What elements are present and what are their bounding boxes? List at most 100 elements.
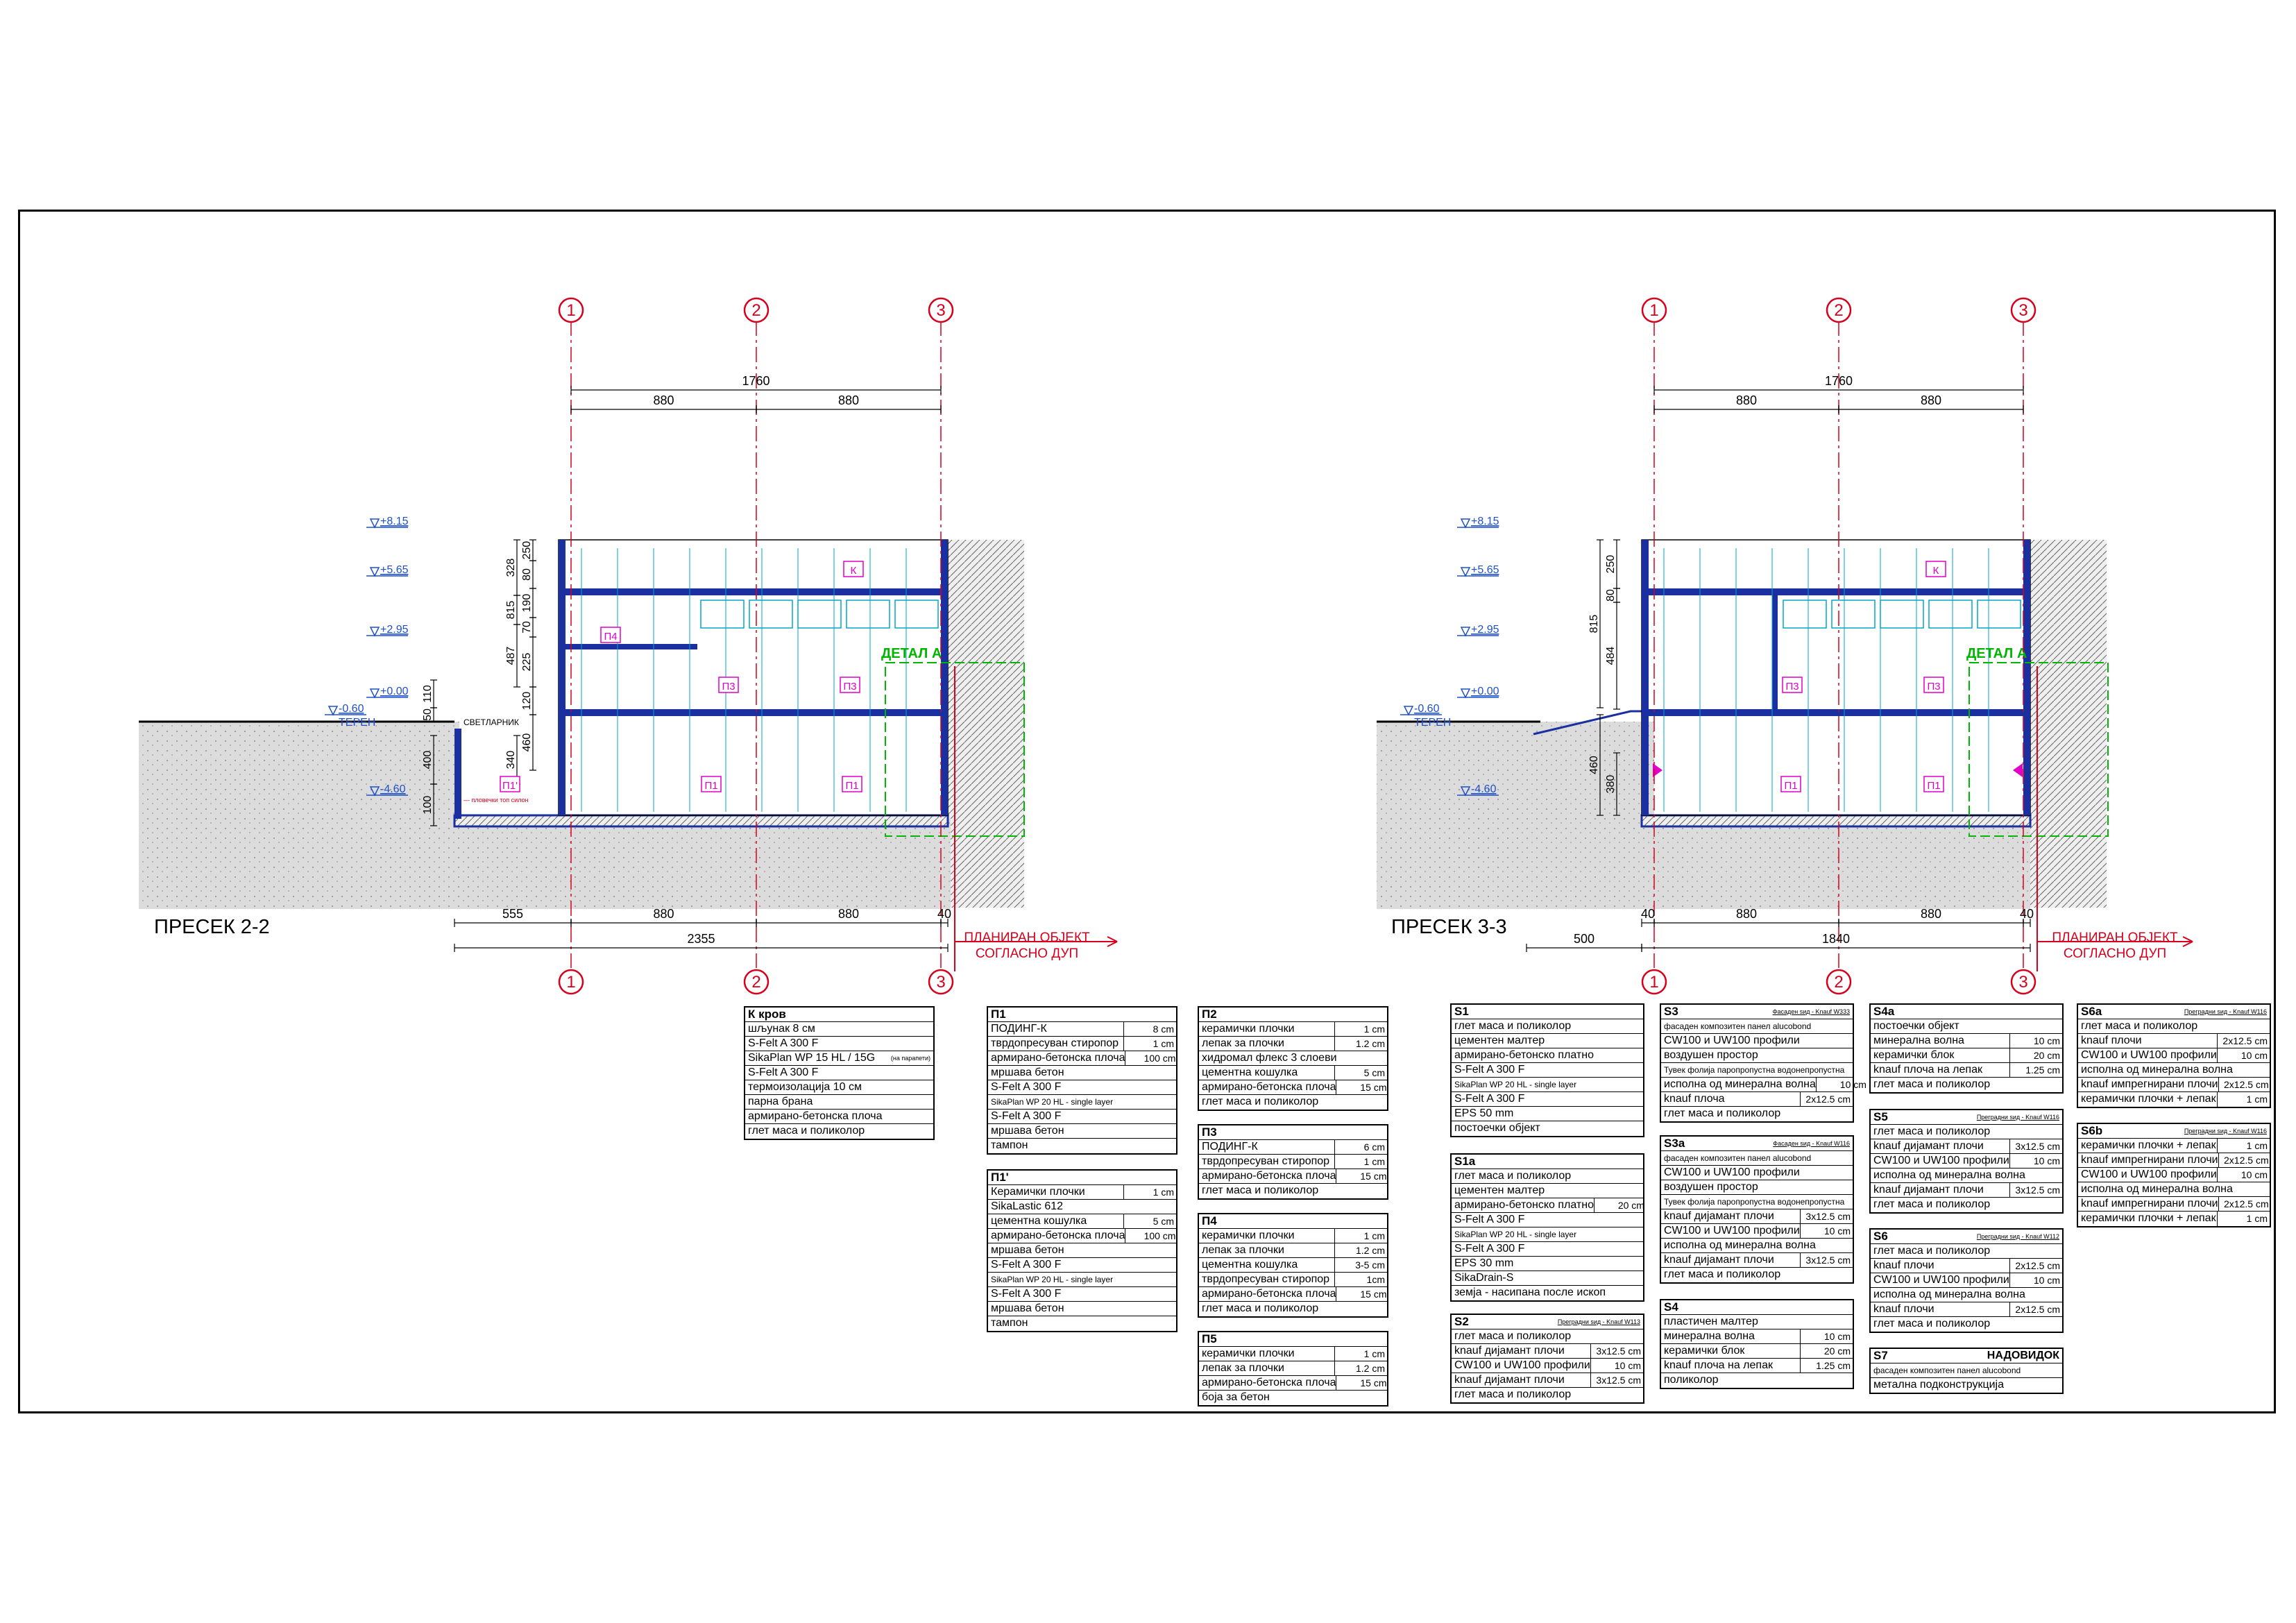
layer-name: knauf плоча	[1664, 1093, 1725, 1105]
table-row: метална подконструкција	[1871, 1378, 2062, 1393]
axis-bubble	[928, 297, 954, 323]
level-terrain: ТЕРЕН	[1414, 717, 1451, 729]
layer-name: армирано-бетонска плоча	[1202, 1377, 1336, 1388]
table-subtitle: Фасаден ѕид - Knauf W333	[1772, 1008, 1850, 1015]
dimension-value: 2355	[687, 932, 715, 946]
layer-name: Тувек фолија паропропустна водонепропуст…	[1664, 1197, 1845, 1207]
existing-building	[948, 540, 1024, 908]
table-row: S-Felt A 300 F	[988, 1080, 1176, 1095]
table-row: глет маса и поликолор	[1199, 1302, 1387, 1316]
layer-name: керамички плочки	[1202, 1230, 1295, 1241]
table-row: термоизолација 10 см	[745, 1080, 933, 1095]
layer-name: knauf дијамант плочи	[1454, 1345, 1565, 1357]
layer-name: глет маса и поликолор	[1454, 1170, 1572, 1182]
layer-name: SikaPlan WP 20 HL - single layer	[991, 1097, 1114, 1107]
table-row: глет маса и поликолор	[1199, 1184, 1387, 1198]
layer-name: лепак за плочки	[1202, 1362, 1284, 1374]
room-tag	[1923, 776, 1944, 792]
room-tag	[1925, 561, 1946, 577]
foundation-slab	[1640, 814, 2032, 828]
layer-name: CW100 и UW100 профили	[1664, 1225, 1800, 1237]
room-tag	[701, 776, 722, 792]
layer-thickness: 2x12.5 cm	[1800, 1092, 1853, 1106]
section-title: ПРЕСЕК 3-3	[1391, 916, 1507, 938]
table-row: S-Felt A 300 F	[988, 1110, 1176, 1124]
planned-label: СОГЛАСНО ДУП	[976, 946, 1078, 961]
slab-ground	[559, 709, 948, 716]
layer-name: knauf плоча на лепак	[1873, 1064, 1982, 1076]
ground-left	[1377, 722, 1654, 909]
table-row: глет маса и поликолор	[1871, 1198, 2062, 1212]
dimension-value: 880	[838, 393, 859, 407]
foundation-slab	[453, 814, 949, 828]
layer-name: воздушен простор	[1664, 1181, 1758, 1193]
table-row: шљунак 8 см	[745, 1022, 933, 1037]
layer-name: SikaDrain-S	[1454, 1272, 1514, 1284]
room-tag	[840, 677, 860, 693]
layer-name: S-Felt A 300 F	[1454, 1064, 1525, 1076]
table-row: исполна од минерална волна	[2078, 1182, 2270, 1197]
layer-name: термоизолација 10 см	[748, 1081, 862, 1093]
layer-name: керамички блок	[1664, 1345, 1745, 1357]
dimension-value: 484	[1605, 647, 1617, 665]
table-row: Тувек фолија паропропустна водонепропуст…	[1661, 1195, 1853, 1209]
axis-bubble	[2010, 297, 2036, 323]
table-row: S-Felt A 300 F	[1452, 1242, 1643, 1257]
table-title: П1	[991, 1008, 1006, 1021]
layer-thickness: 2x12.5 cm	[2009, 1302, 2062, 1316]
level-triangle	[369, 627, 380, 637]
window-pane	[1831, 600, 1876, 629]
table-subtitle: НАДОВИДОК	[1987, 1350, 2059, 1361]
layer-name: постоечки објект	[1454, 1122, 1540, 1134]
layer-thickness: 2x12.5 cm	[2218, 1078, 2271, 1091]
partition-wall	[1772, 595, 1778, 710]
sheet-frame	[18, 210, 2276, 1413]
layer-name: глет маса и поликолор	[2081, 1020, 2198, 1032]
table-row: SikaPlan WP 20 HL - single layer	[1452, 1078, 1643, 1092]
table-row: глет маса и поликолор	[1661, 1268, 1853, 1282]
layer-name: фасаден композитен панел alucobond	[1664, 1153, 1812, 1163]
dimension-value: 340	[505, 751, 517, 770]
layer-thickness: 10 cm	[2217, 1168, 2270, 1182]
layer-name: армирано-бетонско платно	[1454, 1199, 1594, 1211]
table-title-row: S4	[1661, 1300, 1853, 1315]
layer-name: S-Felt A 300 F	[1454, 1243, 1525, 1255]
wall-left	[1642, 540, 1649, 815]
layer-name: EPS 30 mm	[1454, 1257, 1514, 1269]
axis-label: 3	[936, 301, 945, 320]
layer-name: керамички плочки	[1202, 1023, 1295, 1035]
layer-name: CW100 и UW100 профили	[1873, 1274, 2009, 1286]
table-title-row: S4a	[1871, 1005, 2062, 1019]
layer-thickness: 15 cm	[1336, 1080, 1388, 1094]
layer-name: исполна од минерална волна	[2081, 1183, 2233, 1195]
table-row: Тувек фолија паропропустна водонепропуст…	[1661, 1063, 1853, 1078]
table-title: П3	[1202, 1125, 1217, 1139]
layer-name: пластичен малтер	[1664, 1316, 1758, 1327]
table-row: SikaPlan WP 20 HL - single layer	[1452, 1227, 1643, 1242]
table-subtitle: Преградни ѕид - Knauf W116	[2184, 1008, 2267, 1015]
layer-name: исполна од минерална волна	[1873, 1169, 2025, 1181]
layer-name: керамички плочки + лепак	[2081, 1139, 2216, 1151]
dimension-value: 815	[505, 601, 517, 620]
level-triangle	[1460, 627, 1471, 637]
layer-name: knauf плочи	[1873, 1303, 1934, 1315]
level-value: +0.00	[380, 686, 409, 697]
table-row: S-Felt A 300 F	[1452, 1092, 1643, 1107]
table-title: S1a	[1454, 1155, 1476, 1168]
table-row: армирано-бетонско платно	[1452, 1048, 1643, 1063]
